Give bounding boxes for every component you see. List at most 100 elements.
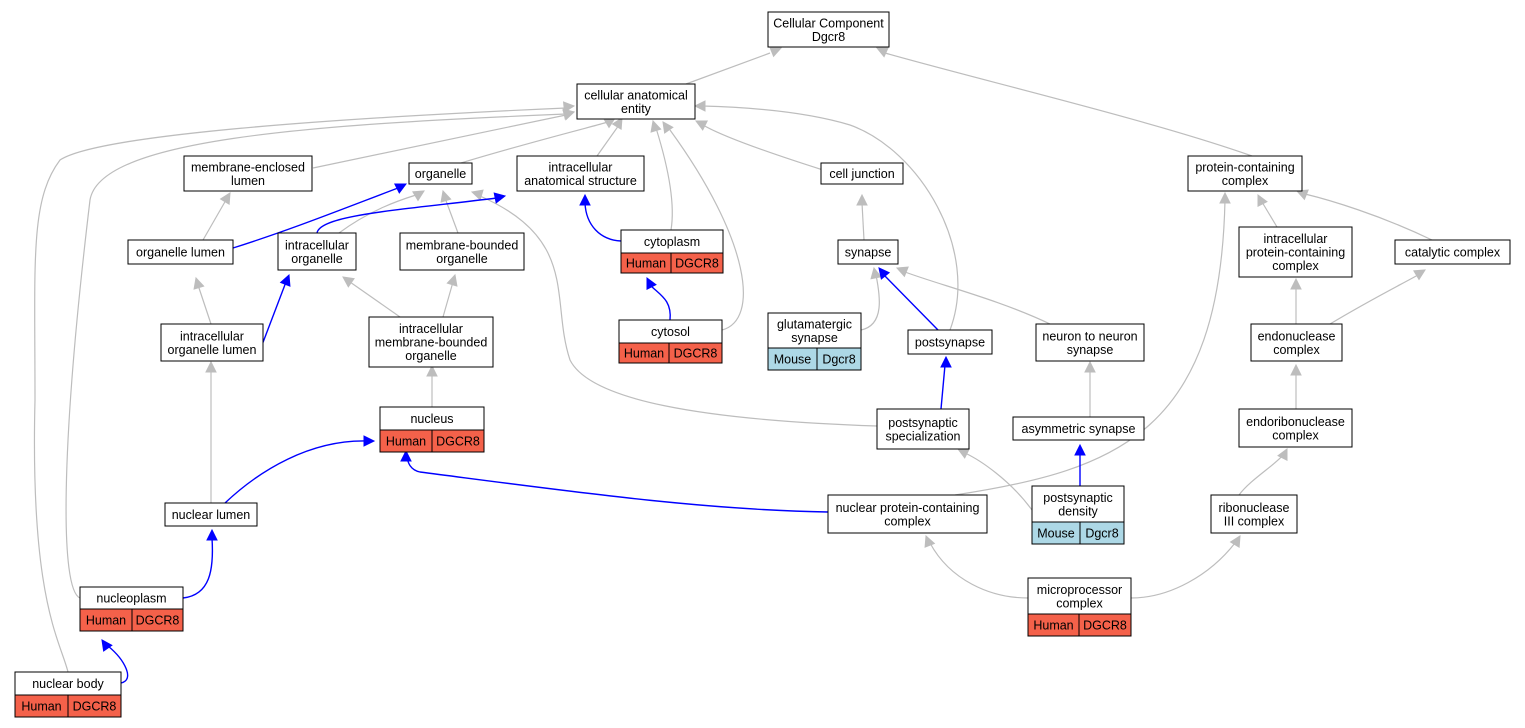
edge-arrowhead: [878, 267, 891, 280]
is-a-edge: [202, 199, 227, 241]
term-label: membrane-enclosed: [191, 160, 305, 174]
term-node-celljunction[interactable]: cell junction: [820, 162, 904, 185]
gene-label: Dgcr8: [822, 353, 855, 367]
term-label: Cellular Component: [773, 16, 884, 30]
term-label: microprocessor: [1037, 583, 1122, 597]
term-label: membrane-bounded: [406, 238, 519, 252]
is-a-edge: [1304, 193, 1433, 241]
term-label: complex: [1272, 428, 1319, 442]
part-of-edge: [224, 440, 367, 504]
is-a-edge: [33, 107, 567, 673]
part-of-edge: [883, 274, 939, 331]
edge-arrowhead: [650, 119, 662, 133]
term-label: organelle lumen: [168, 343, 257, 357]
edge-arrowhead: [400, 449, 412, 462]
species-badge: [620, 252, 724, 274]
term-label: endonuclease: [1258, 329, 1336, 343]
term-label: density: [1058, 504, 1098, 518]
part-of-edge: [182, 537, 214, 599]
is-a-edge: [685, 52, 771, 85]
term-label: Dgcr8: [812, 30, 845, 44]
edge-arrowhead: [611, 117, 623, 130]
edge-arrowhead: [870, 266, 882, 280]
term-label: complex: [884, 514, 931, 528]
edge-arrowhead: [446, 273, 458, 287]
is-a-edge: [669, 129, 744, 331]
edge-arrowhead: [1413, 269, 1426, 281]
term-node-orglumen[interactable]: organelle lumen: [127, 239, 234, 265]
edge-arrowhead: [924, 534, 936, 548]
term-label: lumen: [231, 174, 265, 188]
term-label: complex: [1272, 259, 1319, 273]
edge-arrowhead: [693, 100, 706, 112]
term-box: [164, 502, 258, 527]
gene-label: Dgcr8: [1085, 527, 1118, 541]
is-a-edge: [349, 281, 401, 318]
term-box: [277, 232, 357, 271]
term-label: ribonuclease: [1219, 501, 1290, 515]
is-a-edge: [338, 194, 417, 234]
term-box: [1187, 155, 1303, 192]
edge-arrowhead: [562, 101, 576, 113]
term-label: III complex: [1224, 514, 1285, 528]
term-box: [127, 239, 234, 265]
term-label: cytoplasm: [644, 235, 700, 249]
part-of-edge: [316, 197, 498, 234]
species-badge: [767, 347, 862, 371]
is-a-edge: [954, 199, 1226, 496]
edge-arrowhead: [662, 121, 674, 134]
edge-arrowhead: [206, 528, 218, 541]
term-node-asymsyn[interactable]: asymmetric synapse: [1012, 416, 1145, 441]
term-label: organelle: [405, 349, 456, 363]
edge-arrowhead: [219, 192, 231, 205]
term-box: [576, 83, 696, 120]
is-a-edge: [479, 195, 878, 427]
edge-arrowhead: [1074, 443, 1086, 456]
species-label: Human: [1033, 619, 1073, 633]
term-node-synapse[interactable]: synapse: [837, 239, 899, 265]
term-label: postsynaptic: [888, 416, 957, 430]
term-node-organelle[interactable]: organelle: [408, 162, 473, 185]
term-label: specialization: [885, 429, 960, 443]
term-label: catalytic complex: [1405, 246, 1501, 260]
term-label: organelle: [291, 252, 342, 266]
term-label: asymmetric synapse: [1022, 422, 1136, 436]
edge-arrowhead: [493, 192, 507, 204]
term-box: [516, 155, 645, 192]
edge-arrowhead: [646, 277, 657, 290]
is-a-edge: [312, 114, 567, 169]
term-label: endoribonuclease: [1246, 415, 1345, 429]
term-box: [160, 323, 264, 362]
is-a-edge: [596, 124, 620, 157]
term-node-catcomplex[interactable]: catalytic complex: [1394, 239, 1511, 265]
term-box: [1250, 323, 1343, 362]
species-badge: [618, 342, 723, 364]
term-node-postsynapse[interactable]: postsynapse: [907, 329, 993, 355]
term-node-nuclumen[interactable]: nuclear lumen: [164, 502, 258, 527]
